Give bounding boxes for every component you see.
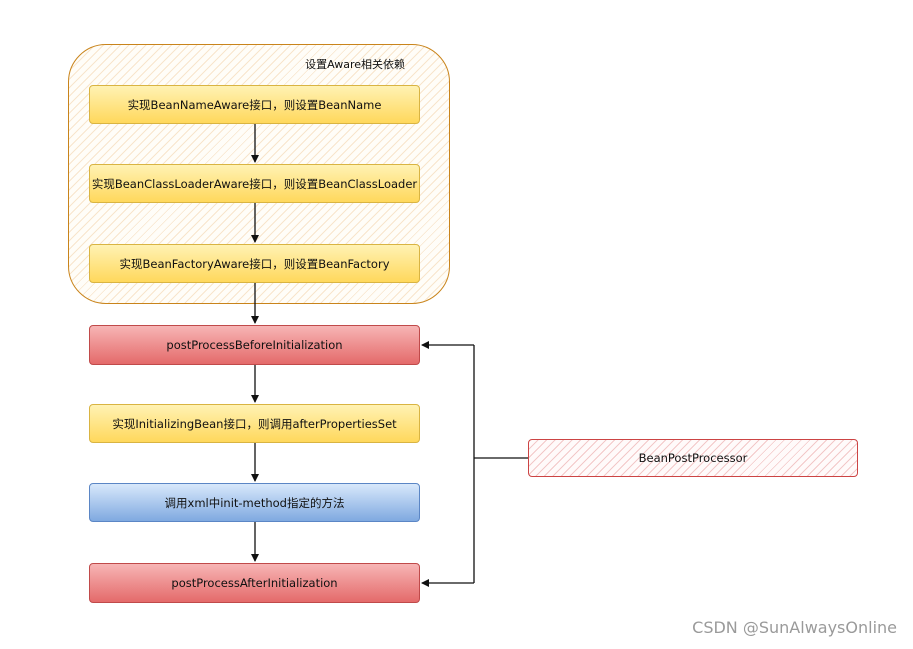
step-bean-classloader-aware: 实现BeanClassLoaderAware接口，则设置BeanClassLoa… (89, 164, 420, 203)
bean-post-processor: BeanPostProcessor (528, 439, 858, 477)
step-post-process-before: postProcessBeforeInitialization (89, 325, 420, 365)
aware-group-label: 设置Aware相关依赖 (305, 58, 405, 71)
watermark: CSDN @SunAlwaysOnline (692, 618, 897, 637)
step-bean-factory-aware: 实现BeanFactoryAware接口，则设置BeanFactory (89, 244, 420, 283)
step-bean-name-aware: 实现BeanNameAware接口，则设置BeanName (89, 85, 420, 124)
step-post-process-after: postProcessAfterInitialization (89, 563, 420, 603)
step-init-method: 调用xml中init-method指定的方法 (89, 483, 420, 522)
step-initializing-bean: 实现InitializingBean接口，则调用afterPropertiesS… (89, 404, 420, 443)
